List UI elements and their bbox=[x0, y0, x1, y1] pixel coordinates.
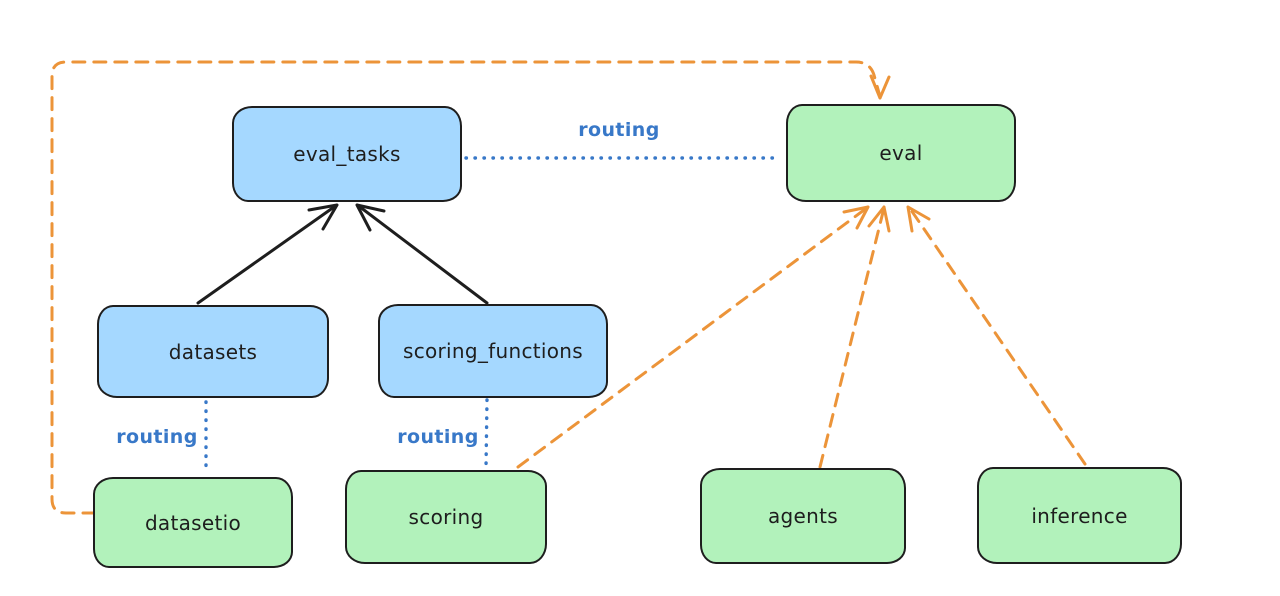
routing-label-eval-tasks-eval: routing bbox=[578, 119, 660, 141]
node-scoring-functions-label: scoring_functions bbox=[402, 339, 584, 363]
node-scoring-functions: scoring_functions bbox=[378, 304, 608, 398]
node-eval-label: eval bbox=[879, 141, 923, 165]
node-eval: eval bbox=[786, 104, 1016, 202]
node-inference: inference bbox=[977, 467, 1182, 564]
node-datasetio-label: datasetio bbox=[144, 510, 242, 535]
routing-label-scoring-functions-scoring: routing bbox=[397, 426, 479, 448]
node-eval-tasks-label: eval_tasks bbox=[293, 142, 401, 166]
node-inference-label: inference bbox=[1031, 503, 1128, 528]
edge-scoring-functions-to-scoring bbox=[484, 398, 489, 470]
node-eval-tasks: eval_tasks bbox=[232, 106, 462, 202]
node-agents: agents bbox=[700, 468, 906, 564]
edge-datasets-to-eval-tasks bbox=[196, 203, 339, 305]
edge-datasetio-to-eval bbox=[50, 60, 891, 515]
edge-scoring-to-eval bbox=[516, 205, 870, 469]
edge-agents-to-eval bbox=[818, 205, 891, 469]
routing-label-datasets-datasetio: routing bbox=[116, 426, 198, 448]
node-scoring-label: scoring bbox=[408, 505, 484, 529]
edge-scoring-functions-to-eval-tasks bbox=[355, 203, 489, 305]
edge-inference-to-eval bbox=[906, 205, 1087, 466]
node-agents-label: agents bbox=[768, 504, 838, 528]
node-datasets-label: datasets bbox=[168, 339, 258, 364]
node-scoring: scoring bbox=[345, 470, 547, 564]
node-datasets: datasets bbox=[97, 305, 329, 398]
node-datasetio: datasetio bbox=[93, 477, 293, 568]
